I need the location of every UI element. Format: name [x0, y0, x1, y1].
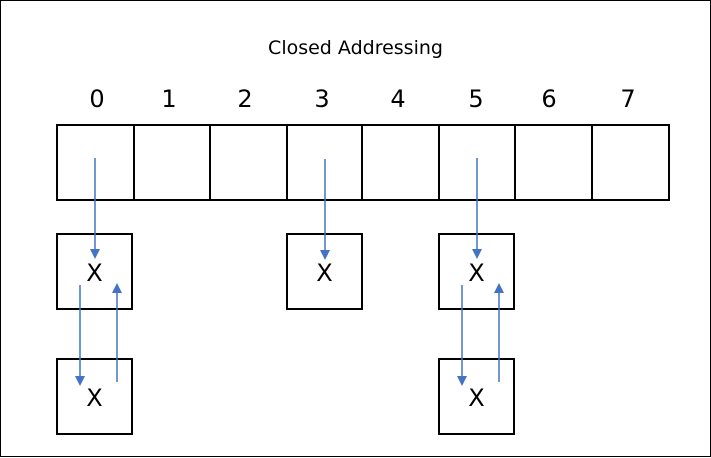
bucket-4 [361, 124, 440, 201]
index-label-2: 2 [237, 85, 253, 113]
index-label-4: 4 [390, 85, 406, 113]
chain-node-bucket-5-1: X [438, 233, 515, 310]
node-label: X [86, 259, 103, 287]
index-label-3: 3 [314, 85, 330, 113]
index-label-7: 7 [620, 85, 636, 113]
chain-node-bucket-0-1: X [56, 233, 133, 310]
node-label: X [316, 259, 333, 287]
bucket-3 [286, 124, 363, 201]
bucket-1 [133, 124, 211, 201]
chain-node-bucket-0-2: X [56, 358, 133, 435]
node-label: X [468, 384, 485, 412]
chain-node-bucket-3-1: X [286, 233, 363, 310]
bucket-0 [56, 124, 135, 201]
bucket-7 [591, 124, 670, 201]
bucket-6 [514, 124, 593, 201]
bucket-2 [209, 124, 288, 201]
index-label-1: 1 [161, 85, 177, 113]
diagram-title: Closed Addressing [268, 37, 443, 59]
index-label-0: 0 [89, 85, 105, 113]
node-label: X [86, 384, 103, 412]
chain-node-bucket-5-2: X [438, 358, 515, 435]
index-label-5: 5 [468, 85, 484, 113]
node-label: X [468, 259, 485, 287]
bucket-5 [438, 124, 516, 201]
index-label-6: 6 [541, 85, 557, 113]
